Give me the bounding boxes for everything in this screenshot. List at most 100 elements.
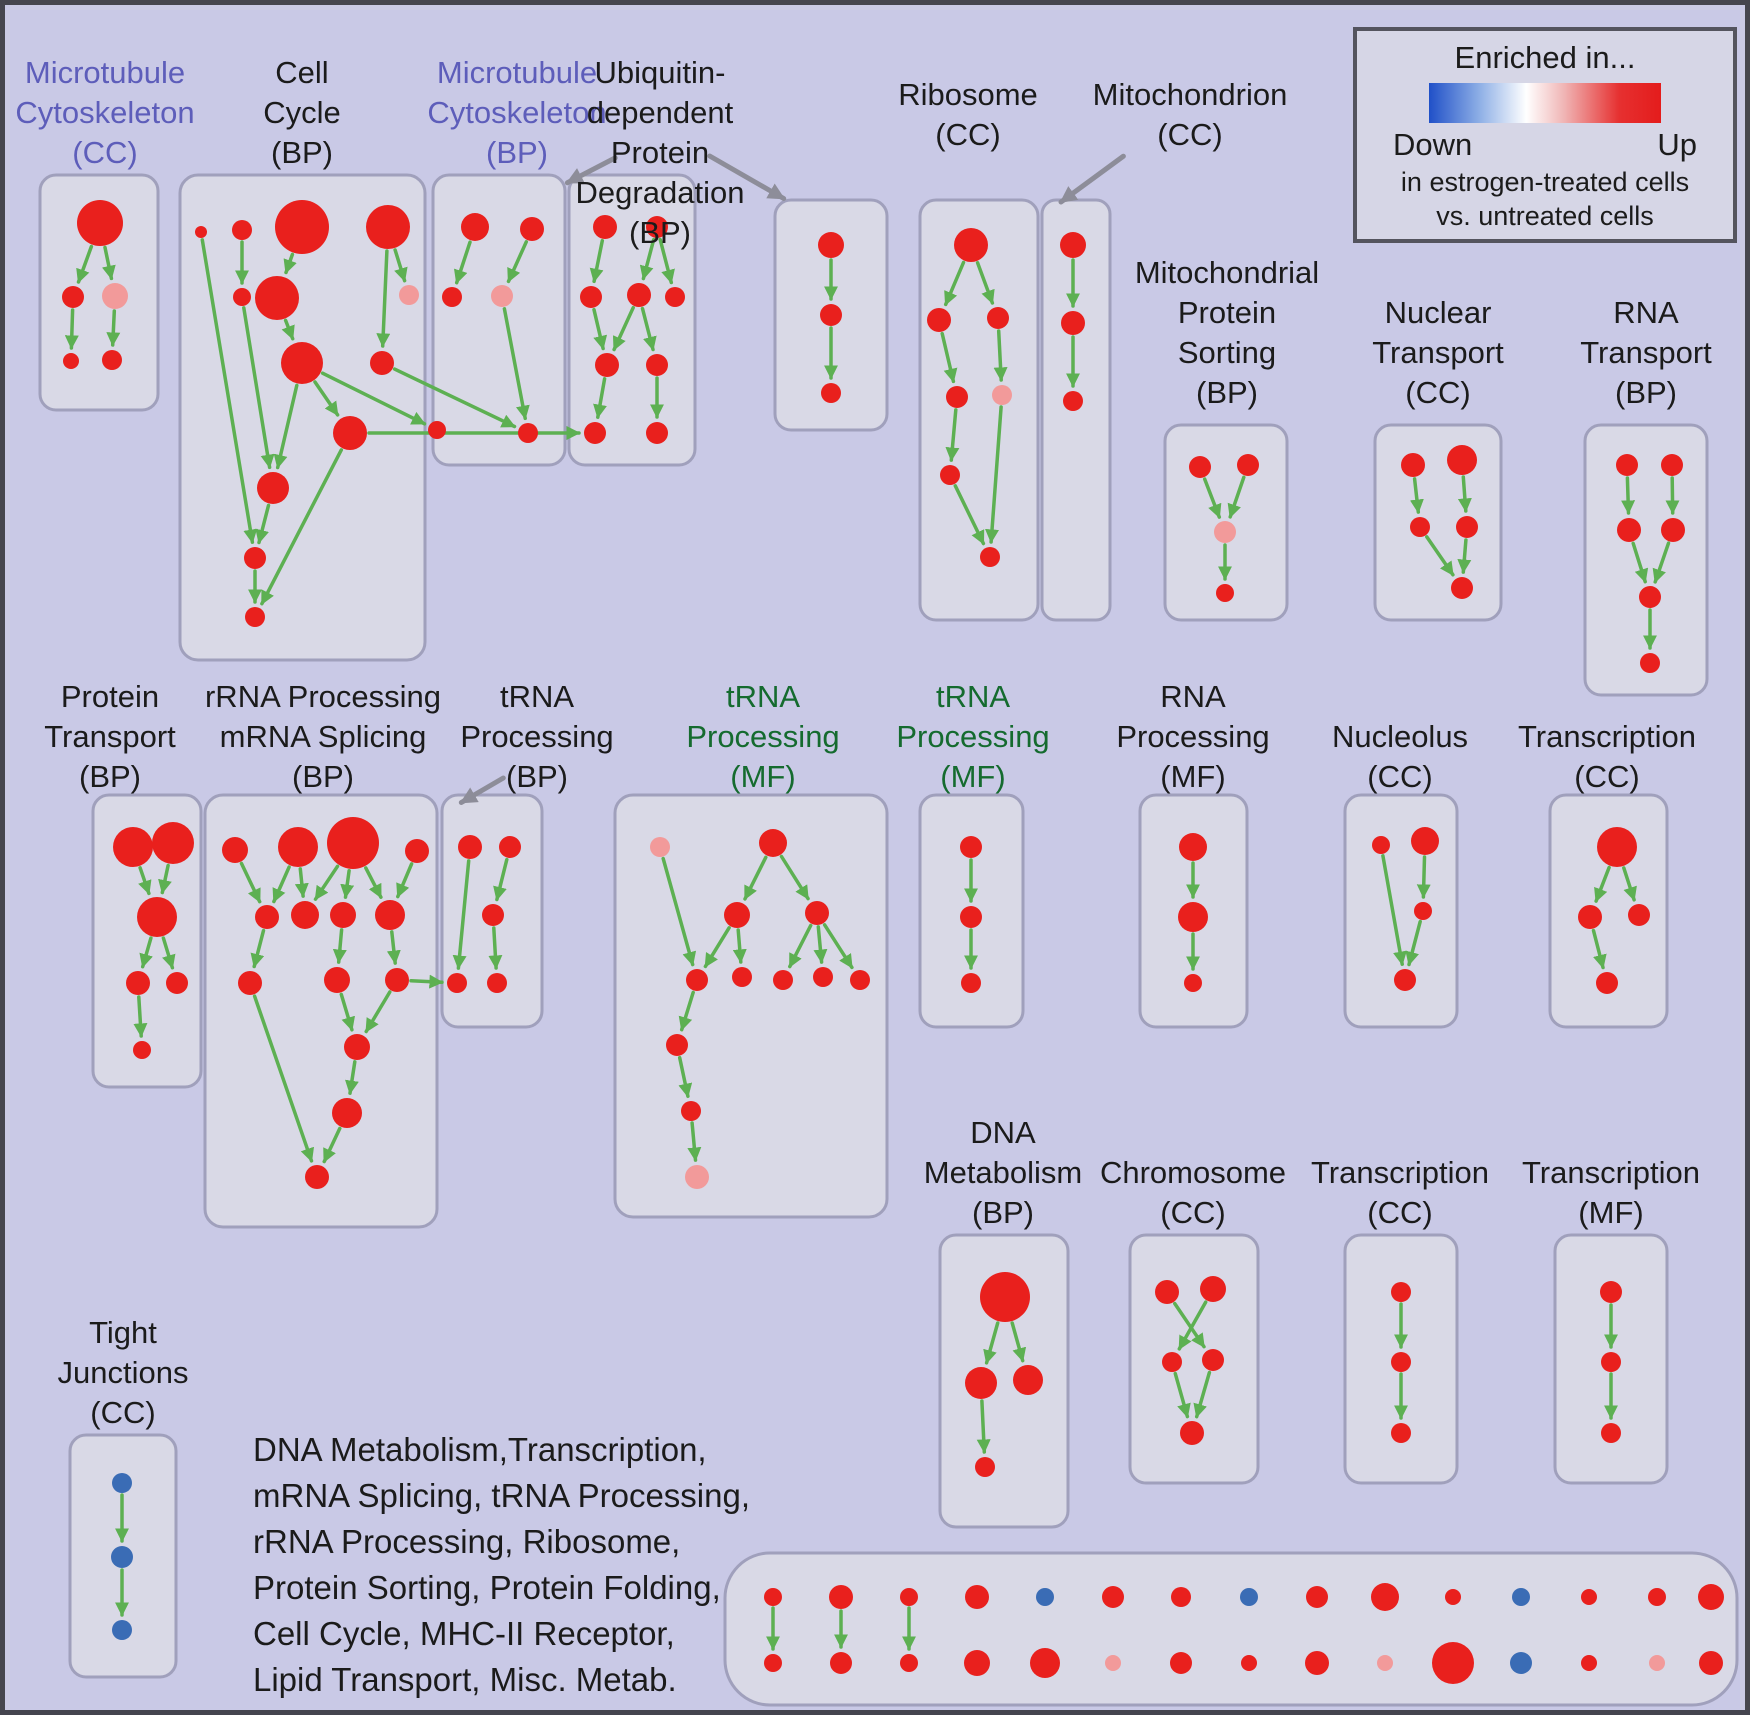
go-node-up [1241,1655,1257,1671]
go-node-up [593,215,617,239]
relation-arrow [1591,928,1607,970]
go-node-up [1394,969,1416,991]
go-node-up [257,472,289,504]
relation-arrow [320,371,427,426]
relation-arrow [393,248,408,283]
go-node-up [255,905,279,929]
relation-arrow [687,1121,702,1162]
relation-arrow [703,926,731,969]
go-node-up [1597,827,1637,867]
go-node-up [1648,1588,1666,1606]
go-node-up [686,969,708,991]
go-node-up [965,1585,989,1609]
go-node-up [980,547,1000,567]
relation-arrow [340,868,355,899]
go-node-up [1200,1276,1226,1302]
relation-arrow [252,994,315,1163]
go-node-up [275,200,329,254]
relation-arrow [1594,865,1611,903]
go-node-up [333,416,367,450]
relation-arrow [822,923,854,970]
relation-arrow [1622,866,1637,902]
go-node-up [1698,1584,1724,1610]
relation-arrow [983,1321,1000,1365]
relation-arrow [1665,476,1680,515]
cluster-box-transcription-cc-1 [1548,793,1669,1029]
go-node-up [1180,1421,1204,1445]
go-node-up [238,971,262,995]
relation-arrow [106,309,121,347]
go-node-up [829,1585,853,1609]
go-node-up [1616,454,1638,476]
relation-arrow [273,383,299,470]
relation-arrow [272,865,291,904]
go-node-up [1060,232,1086,258]
relation-arrow [294,867,309,898]
relation-arrow [1193,1370,1212,1419]
go-node-up [375,900,405,930]
relation-arrow [661,856,697,967]
go-node-up [732,967,752,987]
relation-arrow [239,861,262,904]
go-node-up [900,1654,918,1672]
go-node-up [126,971,150,995]
go-node-up-weak [992,385,1012,405]
legend-title: Enriched in... [1454,40,1636,75]
go-node-up [681,1101,701,1121]
relation-arrow [639,237,656,281]
go-node-up-weak [102,283,128,309]
cluster-box-nucleolus-cc [1343,793,1459,1029]
go-node-up [385,968,409,992]
legend-subtitle-1: in estrogen-treated cells [1400,167,1690,197]
relation-arrow [376,249,391,348]
relation-arrow [732,928,747,964]
go-node-up [820,304,842,326]
go-node-up [940,465,960,485]
go-node-up [1189,456,1211,478]
go-node-up [1596,972,1618,994]
go-node-up [1013,1365,1043,1395]
cluster-box-trna-processing-mf-1 [613,793,889,1219]
go-node-up [63,353,79,369]
go-node-up [1202,1349,1224,1371]
go-node-up [1699,1651,1723,1675]
relation-arrow [396,862,414,899]
cluster-box-microtubule-cytoskeleton-cc [38,173,160,412]
legend: Enriched in... Down Up in estrogen-treat… [1353,27,1737,243]
go-node-up [428,421,446,439]
go-node-up [366,205,410,249]
relation-arrow [1010,1321,1027,1363]
go-node-up-weak [1214,521,1236,543]
go-node-up [773,970,793,990]
go-node-up-weak [1649,1655,1665,1671]
relation-arrow [364,866,383,899]
go-node-up [1391,1352,1411,1372]
relation-arrow [1416,855,1431,899]
go-node-up [330,902,356,928]
go-node-up [195,226,207,238]
relation-arrow [677,1055,693,1099]
go-node-up [666,1034,688,1056]
legend-down-label: Down [1393,127,1473,162]
go-node-up [324,967,350,993]
go-node-up [482,904,504,926]
relation-arrow [1202,477,1222,519]
go-node-up-weak [399,285,419,305]
go-node-up [580,286,602,308]
go-node-up [980,1272,1030,1322]
relation-arrow [139,936,153,969]
go-node-up [62,286,84,308]
go-node-up [1178,902,1208,932]
network-svg [38,153,1739,1707]
relation-arrow [1173,1371,1191,1419]
go-node-up [244,547,266,569]
go-node-up [113,827,153,867]
relation-arrow [945,408,960,462]
relation-arrow [1381,854,1407,966]
go-node-up [499,836,521,858]
go-node-up [946,386,968,408]
relation-arrow [940,331,958,384]
go-node-up [1456,516,1478,538]
go-node-up [927,308,951,332]
